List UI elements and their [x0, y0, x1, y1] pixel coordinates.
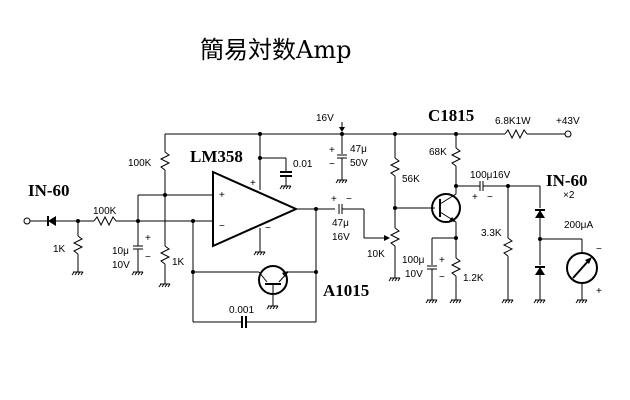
transistor-c1815-label: C1815 [428, 106, 474, 125]
input-diode-label: IN-60 [28, 181, 70, 200]
label-r-56k: 56K [402, 174, 420, 185]
label-c-emit-volt: 10V [405, 269, 423, 280]
resistor-1.2k [450, 257, 462, 277]
transistor-a1015-label: A1015 [323, 281, 369, 300]
transistor-a1015 [258, 265, 289, 306]
label-c-sup-volt: 50V [350, 158, 368, 169]
opamp-label: LM358 [190, 147, 243, 166]
capacitor-0.01 [280, 171, 292, 177]
resistor-3.3k [502, 237, 514, 257]
label-c-bypass: 0.01 [293, 159, 313, 170]
cap-100u10-plus: + [439, 255, 445, 266]
label-c-fb: 0.001 [229, 305, 254, 316]
cap-47u16-minus: − [346, 194, 352, 205]
ammeter-200ua [566, 252, 598, 284]
opamp-vplus: + [250, 178, 256, 189]
capacitor-100u-16v [479, 181, 484, 191]
label-supply-16v: 16V [316, 113, 334, 124]
resistor-1k-input [72, 235, 84, 255]
cap-47u50-minus: − [329, 159, 335, 170]
opamp-lm358 [212, 170, 299, 248]
transistor-c1815 [431, 193, 461, 223]
label-r-emit: 1.2K [463, 273, 484, 284]
resistor-56k [389, 157, 401, 177]
opamp-noninv: + [219, 190, 225, 201]
opamp-inv: − [219, 221, 225, 232]
capacitor-47u-16v [338, 204, 343, 214]
resistor-100k-bias [159, 151, 171, 171]
label-r-68k: 68K [429, 147, 447, 158]
meter-minus: − [596, 244, 602, 255]
label-r-in-series: 100K [93, 206, 117, 217]
label-r-bias-bot: 1K [172, 257, 185, 268]
output-diode-qty: ×2 [563, 190, 575, 201]
label-r-in-shunt: 1K [53, 244, 66, 255]
opamp-vminus: − [265, 223, 271, 234]
label-supply-43v: +43V [556, 116, 580, 127]
label-pot: 10K [367, 249, 385, 260]
label-r-drop: 6.8K1W [495, 116, 531, 127]
label-r-load: 3.3K [481, 228, 502, 239]
resistor-1k-bias [159, 245, 171, 265]
output-diode-label: IN-60 [546, 171, 588, 190]
cap-100u10-minus: − [439, 272, 445, 283]
label-c-bias-volt: 10V [112, 260, 130, 271]
capacitor-10u [133, 245, 143, 250]
label-c-sup-val: 47μ [350, 144, 367, 155]
cap-100u16-plus: + [472, 192, 478, 203]
resistor-100k-series [93, 215, 117, 227]
resistor-68k [450, 147, 462, 167]
potentiometer-10k[interactable] [389, 227, 401, 247]
output-diode-1 [535, 209, 545, 218]
cap-47u50-plus: + [329, 145, 335, 156]
label-c-bias-val: 10μ [112, 246, 129, 257]
capacitor-47u-50v [337, 154, 347, 159]
resistor-6.8k-1w [504, 128, 528, 140]
input-diode [47, 216, 56, 226]
capacitor-0.001 [241, 316, 247, 328]
label-c-emit-val: 100μ [402, 255, 425, 266]
label-meter: 200μA [564, 220, 593, 231]
label-c-couple-val: 47μ [332, 218, 349, 229]
capacitor-100u-10v [427, 265, 437, 270]
label-r-bias-top: 100K [128, 158, 152, 169]
output-diode-2 [535, 266, 545, 275]
cap-100u16-minus: − [487, 192, 493, 203]
supply-43v-terminal [564, 130, 572, 138]
meter-plus: + [596, 286, 602, 297]
input-terminal [23, 217, 31, 225]
label-c-couple-volt: 16V [332, 232, 350, 243]
label-c-out: 100μ16V [470, 170, 511, 181]
cap-47u16-plus: + [331, 194, 337, 205]
cap-10u-minus: − [145, 252, 151, 263]
diagram-title: 簡易対数Amp [200, 36, 351, 64]
cap-10u-plus: + [145, 233, 151, 244]
